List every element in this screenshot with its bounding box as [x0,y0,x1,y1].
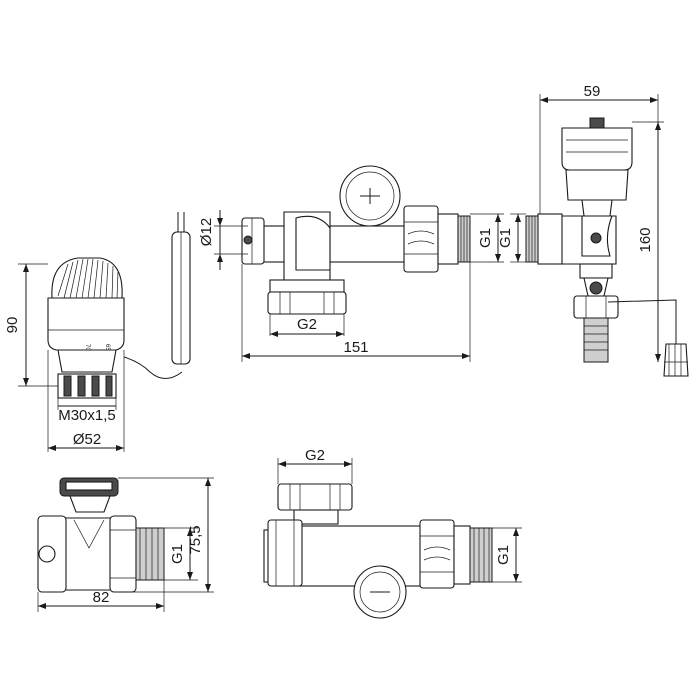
straight-valve [37,477,165,593]
dimension-g2-top: G2 [269,314,345,337]
dim-82-label: 82 [93,589,110,606]
dim-90-label: 90 [4,317,21,334]
dim-75-label: 75,5 [187,525,204,554]
dimension-d52: Ø52 [47,350,125,452]
head-scale-65: 65 [104,344,110,351]
dimension-g1-bottom-right: G1 [492,527,522,583]
dimension-160: 160 [632,121,688,363]
dim-g1-top-right-label: G1 [497,228,514,248]
dimension-75: 75,5 [118,477,214,593]
dim-151-label: 151 [343,339,368,356]
dimension-82: 82 [37,580,165,612]
dimension-g1-bottom-left: G1 [164,527,198,581]
air-vent-assembly [525,117,689,377]
tee-assembly-bottom [263,483,493,619]
dim-d12-label: Ø12 [198,218,215,246]
dimension-g1-top-right: G1 [497,213,526,263]
dim-m30-label: M30x1,5 [58,407,116,424]
dim-g2-bottom-label: G2 [305,447,325,464]
dimension-g1-top-mid: G1 [470,213,504,263]
dimension-m30: M30x1,5 [57,398,117,424]
dim-d52-label: Ø52 [73,431,101,448]
dim-59-label: 59 [584,83,601,100]
dimension-90: 90 [4,263,58,387]
dimension-g2-bottom: G2 [277,447,353,484]
thermostatic-head: 70 65 [47,212,191,399]
dim-g1-top-mid-label: G1 [477,228,494,248]
dimension-59: 59 [539,83,659,214]
dim-g2-top-label: G2 [297,316,317,333]
dimension-d12: Ø12 [198,210,248,270]
dim-160-label: 160 [637,227,654,252]
head-scale-70: 70 [84,344,90,351]
dim-g1-bottom-right-label: G1 [495,545,512,565]
dim-g1-bottom-left-label: G1 [169,544,186,564]
tee-assembly-top [241,165,471,315]
dimension-151: 151 [241,262,471,362]
